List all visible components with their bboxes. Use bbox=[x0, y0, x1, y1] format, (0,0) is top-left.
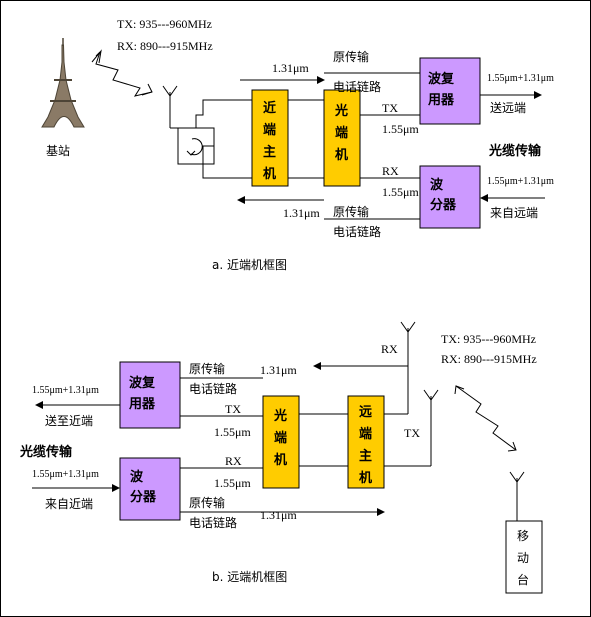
far-mux-line-2: 用器 bbox=[128, 397, 156, 412]
near-mux-box bbox=[419, 57, 481, 125]
near-to-remote: 送远端 bbox=[490, 100, 526, 115]
far-freq-rx: RX: 890---915MHz bbox=[441, 352, 537, 366]
far-caption: b. 远端机框图 bbox=[212, 570, 287, 584]
far-wl-131-bottom: 1.31μm bbox=[260, 508, 297, 522]
far-tx-antenna-icon bbox=[423, 389, 439, 466]
near-optical-char-1: 光 bbox=[334, 103, 348, 119]
far-phone-link-top: 电话链路 bbox=[189, 381, 237, 396]
far-original-tx-bottom: 原传输 bbox=[189, 495, 225, 510]
near-demux-line-2: 分器 bbox=[430, 197, 457, 213]
far-mux-box bbox=[119, 361, 181, 429]
far-to-near: 送至近端 bbox=[45, 413, 93, 428]
near-host-char-3: 主 bbox=[263, 144, 276, 160]
far-combo-out: 1.55μm+1.31μm bbox=[32, 385, 99, 396]
wireless-link-icon bbox=[95, 51, 153, 97]
mobile-antenna-icon bbox=[509, 471, 525, 521]
far-mux-line-1: 波复 bbox=[129, 375, 156, 391]
near-wl-131-bottom: 1.31μm bbox=[283, 206, 320, 220]
near-optical-char-2: 端 bbox=[335, 125, 348, 141]
near-original-tx-top: 原传输 bbox=[333, 49, 369, 64]
far-demux-box bbox=[119, 457, 181, 521]
near-wl-155-tx: 1.55μm bbox=[382, 122, 419, 136]
near-wl-155-rx: 1.55μm bbox=[382, 185, 419, 199]
far-optical-char-3: 机 bbox=[274, 452, 287, 468]
far-remote-host-box bbox=[347, 395, 385, 489]
far-phone-link-bottom: 电话链路 bbox=[189, 515, 237, 530]
far-original-tx-top: 原传输 bbox=[189, 361, 225, 376]
far-optical-char-1: 光 bbox=[273, 408, 287, 424]
far-wireless-arrow-down-icon bbox=[507, 441, 517, 452]
circulator-arrowhead-icon bbox=[186, 150, 196, 156]
far-tx-left-label: TX bbox=[225, 402, 241, 416]
far-optical-unit-box bbox=[262, 395, 300, 489]
far-demux-line-2: 分器 bbox=[130, 489, 157, 505]
far-wl-155-rx: 1.55μm bbox=[214, 476, 251, 490]
near-demux-line-1: 波 bbox=[430, 177, 444, 193]
far-host-char-1: 远 bbox=[359, 405, 372, 420]
near-combo-out: 1.55μm+1.31μm bbox=[487, 73, 554, 84]
far-optical-char-2: 端 bbox=[274, 430, 287, 446]
near-freq-rx: RX: 890---915MHz bbox=[117, 39, 213, 53]
far-rx-label: RX bbox=[381, 342, 398, 356]
near-freq-tx: TX: 935---960MHz bbox=[117, 17, 212, 31]
near-tx-label: TX bbox=[382, 101, 398, 115]
near-wl-131-top: 1.31μm bbox=[272, 61, 309, 75]
near-fiber-transmission: 光缆传输 bbox=[488, 143, 542, 159]
near-caption: a. 近端机框图 bbox=[212, 258, 287, 272]
far-host-char-4: 机 bbox=[359, 470, 372, 486]
far-wireless-link-icon bbox=[455, 385, 517, 451]
mobile-station-box bbox=[505, 520, 543, 594]
near-original-tx-bottom: 原传输 bbox=[333, 204, 369, 219]
mobile-station-char-2: 动 bbox=[517, 551, 529, 565]
far-host-char-2: 端 bbox=[359, 426, 372, 442]
near-phone-link-top: 电话链路 bbox=[333, 79, 381, 94]
far-demux-line-1: 波 bbox=[130, 469, 144, 485]
near-phone-link-bottom: 电话链路 bbox=[333, 224, 381, 239]
mobile-station-char-1: 移 bbox=[517, 529, 529, 543]
near-host-char-1: 近 bbox=[263, 100, 276, 116]
link-lower bbox=[202, 145, 252, 179]
wireless-arrow-right-icon bbox=[141, 83, 153, 96]
near-host-char-2: 端 bbox=[263, 122, 276, 138]
mobile-station-char-3: 台 bbox=[517, 572, 529, 587]
far-rx-antenna-icon bbox=[400, 321, 416, 414]
far-wl-155-tx: 1.55μm bbox=[214, 425, 251, 439]
near-combo-in: 1.55μm+1.31μm bbox=[487, 176, 554, 187]
near-demux-box bbox=[419, 165, 481, 229]
circulator-arrow-icon bbox=[190, 138, 203, 156]
far-freq-tx: TX: 935---960MHz bbox=[441, 332, 536, 346]
link-upper bbox=[195, 99, 252, 128]
wireless-arrow-left-icon bbox=[91, 49, 102, 64]
far-wireless-arrow-up-icon bbox=[454, 385, 465, 395]
far-fiber-transmission: 光缆传输 bbox=[19, 444, 73, 460]
near-rx-label: RX bbox=[382, 164, 399, 178]
antenna-icon bbox=[162, 85, 178, 128]
far-from-near: 来自近端 bbox=[45, 497, 93, 511]
far-host-char-3: 主 bbox=[359, 448, 372, 464]
near-mux-line-2: 用器 bbox=[427, 93, 455, 108]
far-wl-131-top: 1.31μm bbox=[260, 363, 297, 377]
near-host-box bbox=[251, 89, 289, 187]
base-station-label: 基站 bbox=[46, 144, 70, 158]
near-mux-line-1: 波复 bbox=[428, 71, 455, 87]
near-optical-unit-box bbox=[323, 89, 361, 187]
far-tx-right-label: TX bbox=[404, 426, 420, 440]
base-station-icon bbox=[41, 38, 85, 128]
far-rx-left-label: RX bbox=[225, 454, 242, 468]
near-from-remote: 来自远端 bbox=[490, 206, 538, 220]
near-host-char-4: 机 bbox=[263, 166, 276, 182]
near-optical-char-3: 机 bbox=[335, 147, 348, 163]
far-combo-in: 1.55μm+1.31μm bbox=[32, 469, 99, 480]
